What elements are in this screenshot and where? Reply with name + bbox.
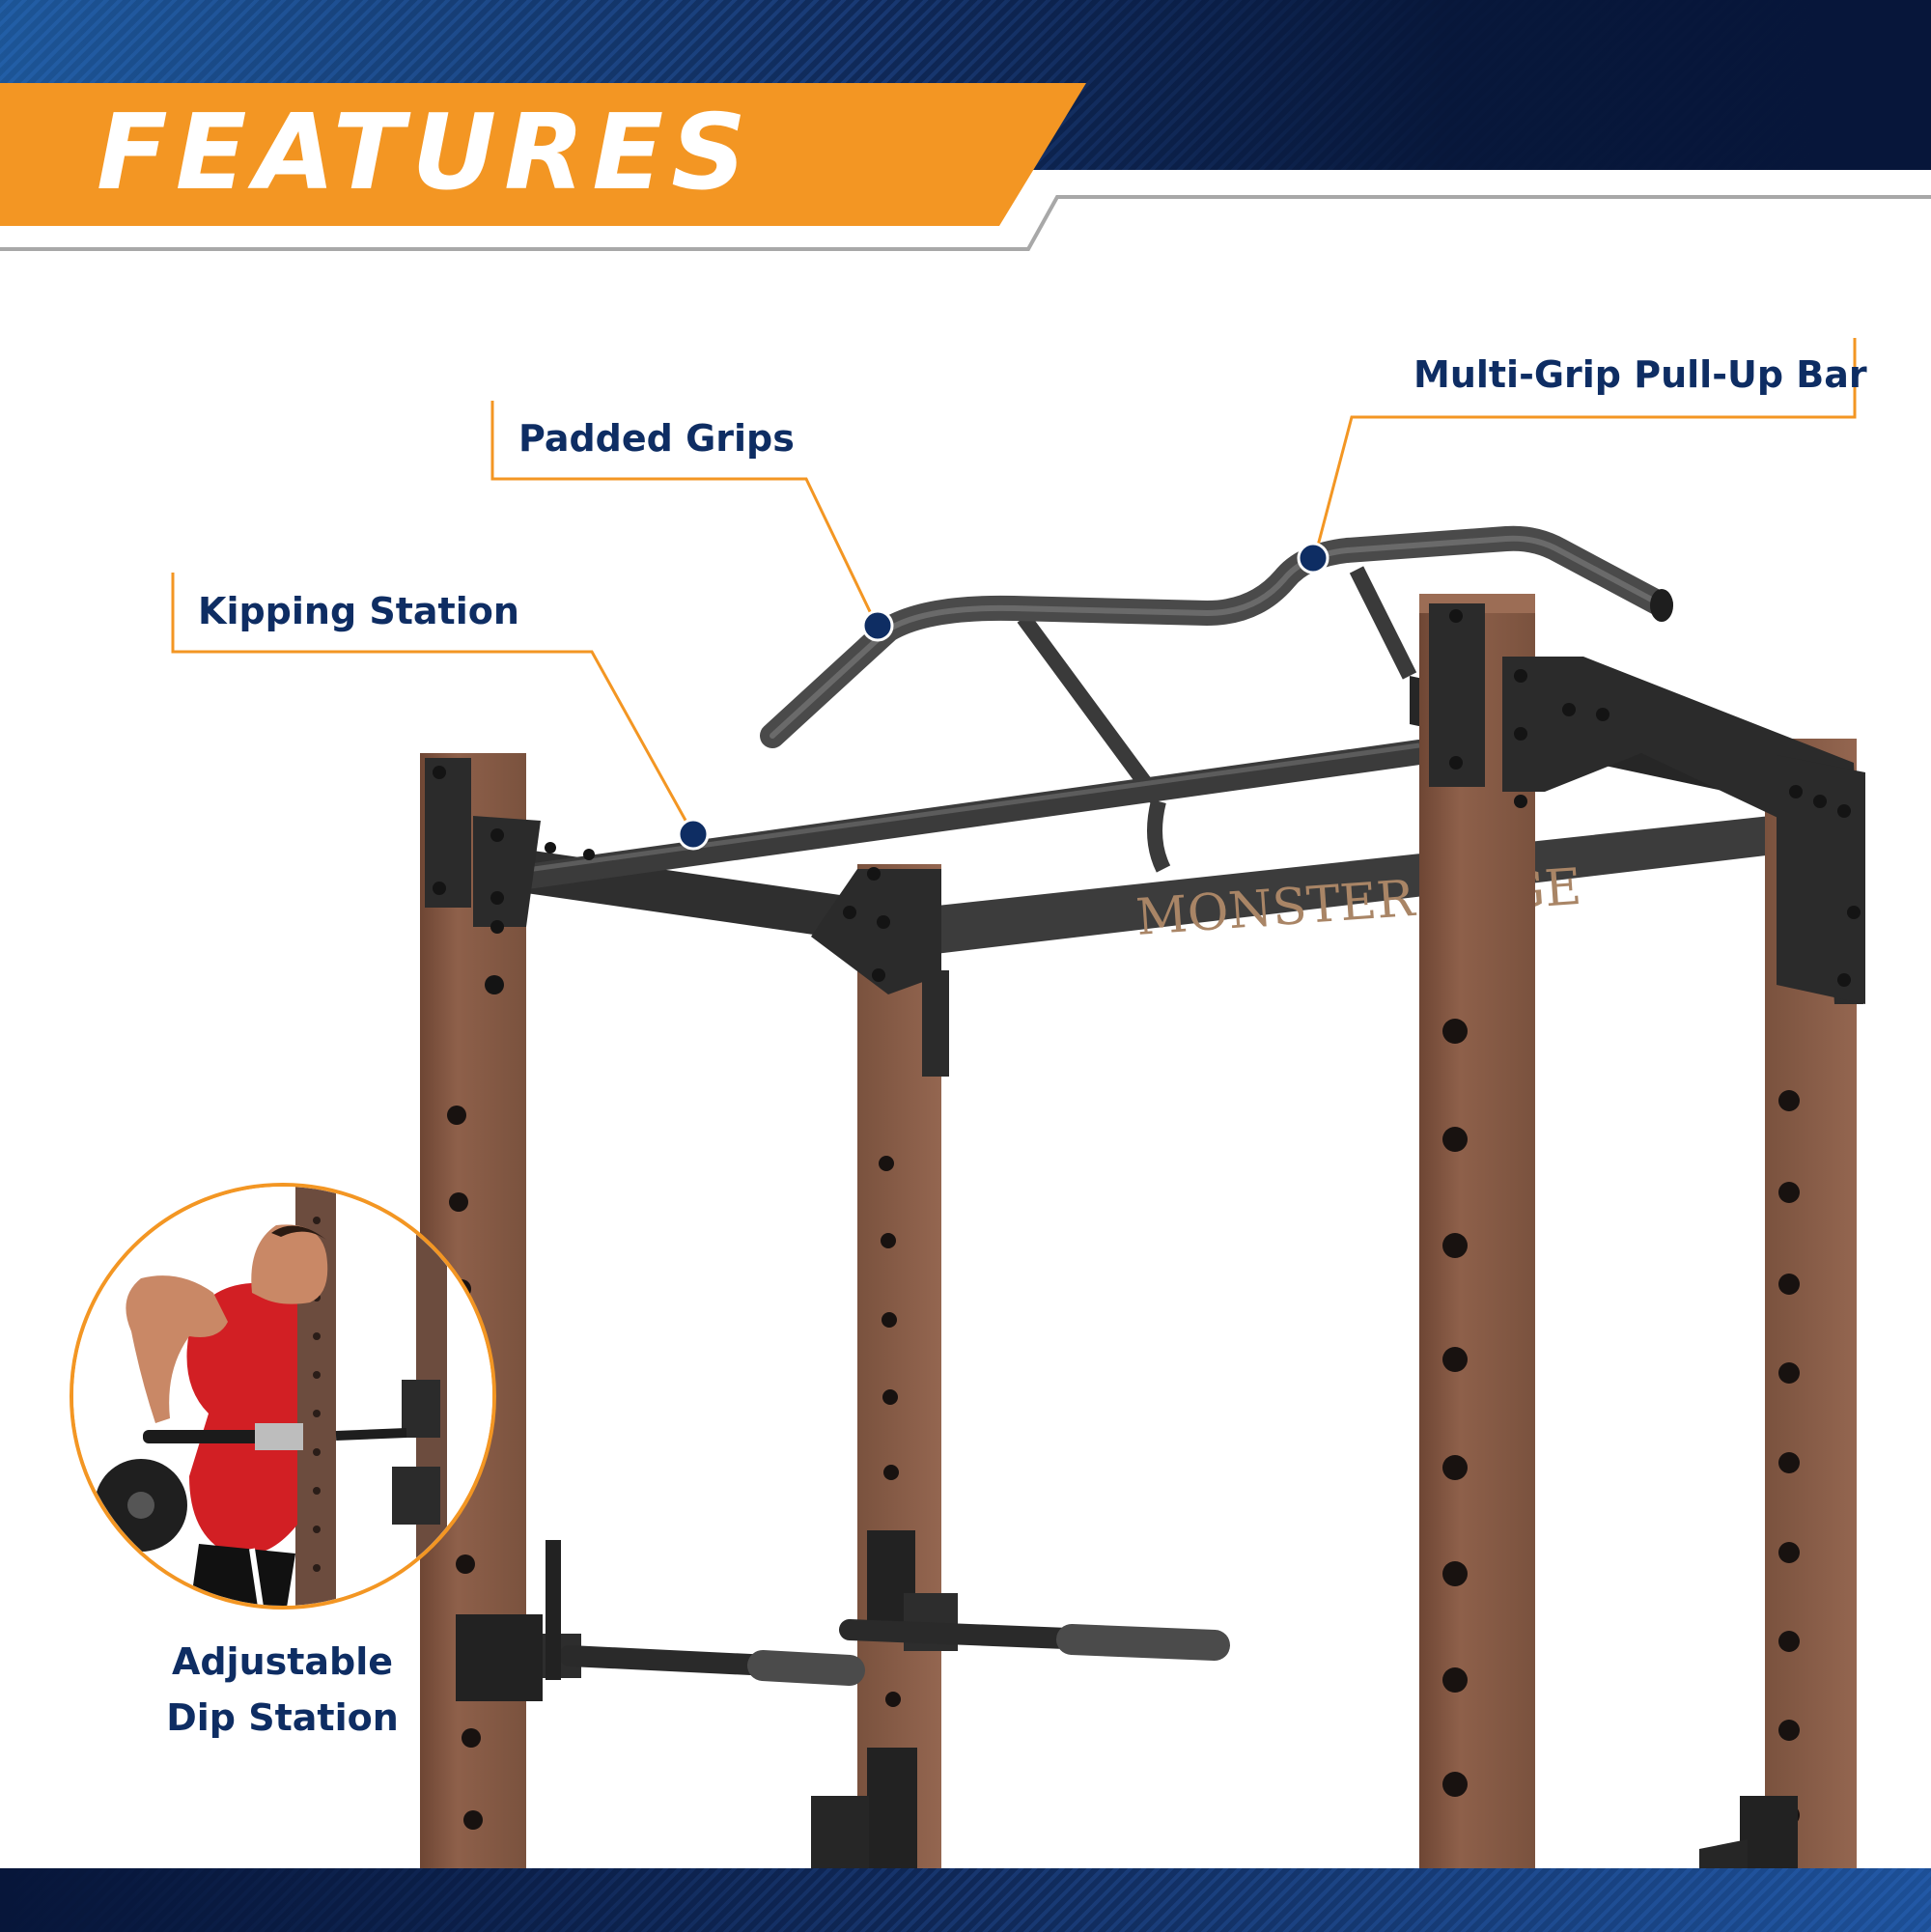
label-dip-station: Dip Station: [166, 1696, 399, 1739]
footer-banner-overlay: [0, 1868, 1931, 1932]
leader-kipping-station: [171, 573, 695, 835]
page-title: FEATURES: [97, 93, 754, 213]
front-right-post: [1419, 594, 1535, 1868]
label-kipping-station: Kipping Station: [198, 590, 519, 632]
title-band: [0, 83, 1086, 226]
dot-kipping-station: [677, 818, 710, 851]
inset-red-shirt: [186, 1282, 297, 1555]
label-adjustable: Adjustable: [171, 1640, 394, 1683]
label-multi-grip-pull-up-bar: Multi-Grip Pull-Up Bar: [1413, 353, 1867, 396]
rear-crossbar: [919, 811, 1815, 956]
label-padded-grips: Padded Grips: [518, 417, 795, 460]
dot-padded-grips: [861, 609, 894, 642]
kipping-station-bar: [480, 740, 1432, 894]
leader-multi-grip: [1311, 338, 1857, 565]
inset-head: [251, 1224, 328, 1304]
leader-padded-grips: [490, 401, 879, 627]
label-adjustable-dip-station: Adjustable Dip Station: [97, 1634, 468, 1746]
dip-station-inset-photo: [70, 1183, 496, 1610]
dot-multi-grip: [1297, 542, 1329, 574]
